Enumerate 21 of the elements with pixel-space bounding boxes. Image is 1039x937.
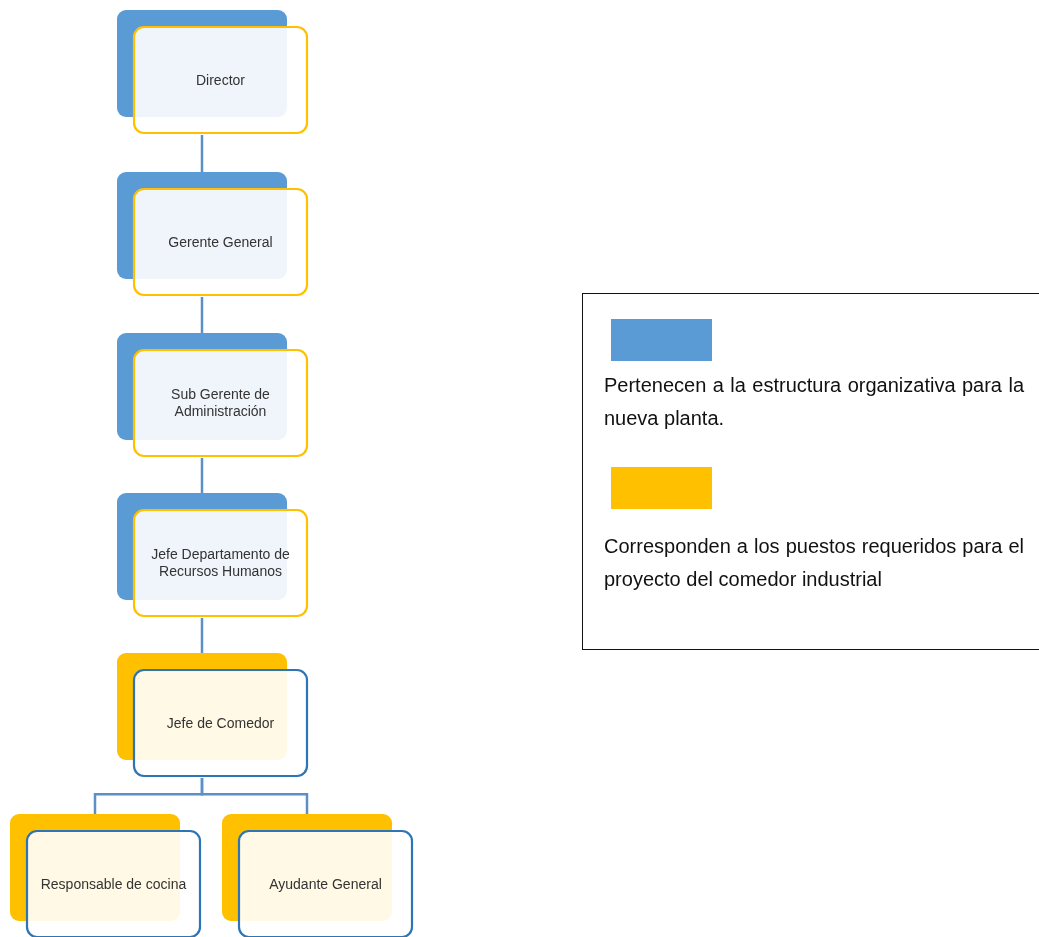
connector-line	[200, 297, 204, 333]
connector-line	[200, 135, 204, 172]
position-title: Jefe Departamento de Recursos Humanos	[150, 546, 291, 580]
position-card	[117, 333, 309, 458]
position-card	[117, 493, 309, 618]
position-title: Ayudante General	[269, 875, 382, 893]
position-card	[117, 172, 309, 297]
connector-line	[200, 618, 204, 653]
position-title: Sub Gerente de Administración	[170, 386, 271, 420]
position-card	[117, 10, 309, 135]
legend-text: Corresponden a los puestos requeridos para el proyecto del comedor industrial	[604, 534, 1024, 592]
position-card	[222, 814, 414, 937]
position-title: Responsable de cocina	[40, 875, 187, 893]
position-title: Jefe de Comedor	[166, 714, 275, 732]
legend-text: Pertenecen a la estructura organizativa para la nueva planta.	[604, 373, 1024, 431]
position-card	[10, 814, 202, 937]
connector-line	[200, 458, 204, 493]
position-title: Gerente General	[168, 233, 273, 251]
position-card	[117, 653, 309, 778]
position-title: Director	[196, 71, 245, 89]
connector-line	[200, 778, 309, 814]
